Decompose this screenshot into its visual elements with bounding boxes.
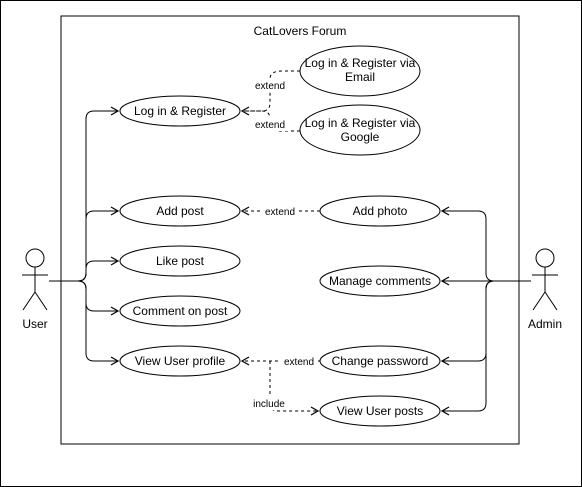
extend-email-login [240, 70, 300, 116]
use-case-add-photo-shape [319, 195, 441, 227]
use-case-login[interactable]: Log in & Register [119, 95, 241, 127]
label-extend-email: extend [255, 81, 285, 92]
assoc-user-like-post [77, 256, 120, 282]
use-case-login-google[interactable]: Log in & Register via Google [299, 104, 421, 156]
use-case-login-label: Log in & Register [134, 104, 226, 118]
actor-user[interactable] [22, 248, 48, 311]
use-case-add-post-label: Add post [156, 204, 204, 218]
use-case-view-profile-shape [119, 345, 241, 377]
use-case-view-profile-label: View User profile [135, 354, 226, 368]
actor-admin-head [535, 248, 555, 268]
use-case-add-post-shape [119, 195, 241, 227]
use-case-comment-post-shape [119, 295, 241, 327]
use-case-manage-comments[interactable]: Manage comments [319, 265, 441, 297]
assoc-admin-view-posts [440, 280, 495, 416]
use-case-login-email[interactable]: Log in & Register via Email [299, 45, 421, 97]
label-extend-photo: extend [265, 207, 295, 218]
use-case-manage-comments-shape [319, 265, 441, 297]
use-case-manage-comments-label: Manage comments [329, 274, 431, 288]
label-bg [280, 355, 318, 368]
use-case-view-posts-shape [319, 395, 441, 427]
label-bg [251, 118, 289, 131]
use-case-change-password-shape [319, 345, 441, 377]
label-include-posts: include [253, 399, 285, 410]
use-case-view-posts-label: View User posts [337, 404, 423, 418]
label-bg [261, 205, 299, 218]
actor-admin-label: Admin [528, 317, 562, 331]
use-case-add-photo-label: Add photo [353, 204, 408, 218]
user-associations [49, 106, 120, 366]
system-title: CatLovers Forum [254, 24, 347, 38]
actor-user-head [25, 248, 45, 268]
actor-user-label: User [22, 317, 47, 331]
use-case-add-post[interactable]: Add post [119, 195, 241, 227]
actor-user-left-leg [22, 291, 36, 311]
use-case-login-shape [119, 95, 241, 127]
use-case-login-email-line1: Log in & Register via [305, 56, 416, 70]
use-case-login-google-shape [299, 104, 421, 156]
use-case-comment-post-label: Comment on post [133, 304, 228, 318]
label-bg [251, 79, 289, 92]
use-case-change-password-label: Change password [332, 354, 429, 368]
admin-associations [440, 206, 531, 416]
use-case-like-post-label: Like post [156, 254, 205, 268]
use-case-add-photo[interactable]: Add photo [319, 195, 441, 227]
use-case-login-email-shape [299, 45, 421, 97]
use-case-login-google-line1: Log in & Register via [305, 116, 416, 130]
use-case-like-post[interactable]: Like post [119, 245, 241, 277]
label-extend-password: extend [284, 357, 314, 368]
label-extend-google: extend [255, 120, 285, 131]
assoc-user-view-profile [77, 280, 120, 366]
use-case-login-google-line2: Google [341, 130, 380, 144]
system-boundary [60, 15, 520, 445]
actor-admin-right-leg [544, 291, 558, 311]
actor-admin-left-leg [532, 291, 546, 311]
actor-user-right-leg [34, 291, 48, 311]
use-case-login-email-line2: Email [345, 70, 375, 84]
use-case-like-post-shape [119, 245, 241, 277]
actor-admin[interactable] [532, 248, 558, 311]
use-case-comment-post[interactable]: Comment on post [119, 295, 241, 327]
use-case-view-posts[interactable]: View User posts [319, 395, 441, 427]
relation-labels: extend extend extend extend include [249, 79, 318, 410]
use-case-change-password[interactable]: Change password [319, 345, 441, 377]
label-bg [249, 397, 289, 410]
use-case-view-profile[interactable]: View User profile [119, 345, 241, 377]
